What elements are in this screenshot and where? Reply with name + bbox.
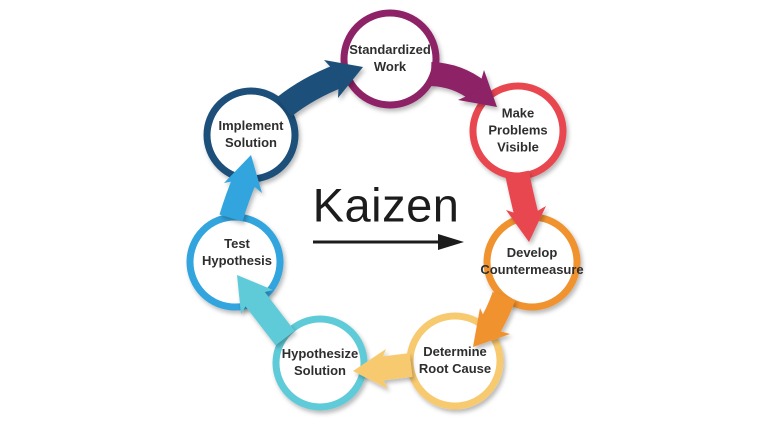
cycle-arrows	[219, 60, 546, 389]
arrow-determine-root-cause-to-hypothesize-solution	[353, 349, 413, 389]
step-circle-hypothesize-solution	[272, 315, 368, 411]
arrow-standardized-work-to-make-problems-visible	[430, 62, 497, 107]
arrow-hypothesize-solution-to-test-hypothesis	[237, 275, 295, 346]
arrow-test-hypothesis-to-implement-solution	[219, 155, 262, 222]
arrow-develop-countermeasure-to-determine-root-cause	[473, 291, 516, 347]
kaizen-direction-arrow	[313, 234, 464, 250]
arrow-make-problems-visible-to-develop-countermeasure	[505, 170, 546, 242]
arrow-implement-solution-to-standardized-work	[276, 60, 363, 117]
step-circle-test-hypothesis	[186, 213, 284, 311]
step-circle-standardized-work	[340, 9, 440, 109]
